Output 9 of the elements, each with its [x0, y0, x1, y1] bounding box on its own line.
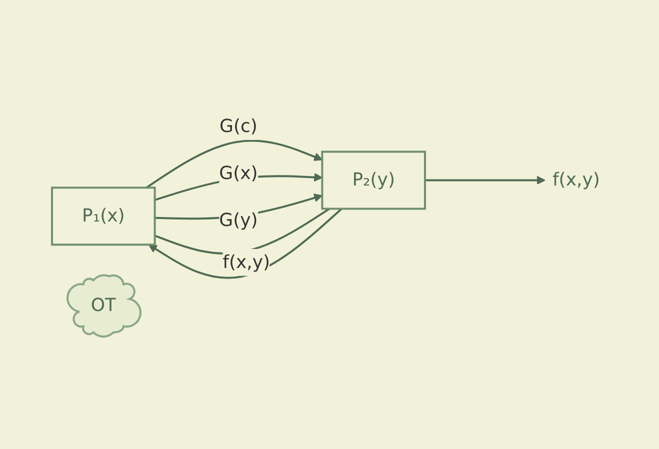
edge-label: G(c) — [219, 116, 258, 137]
arrow — [146, 139, 322, 188]
node-text: f(x,y) — [552, 169, 600, 190]
edge-label: f(x,y) — [222, 252, 270, 273]
edge-label: G(y) — [218, 210, 258, 231]
edge-label: G(x) — [218, 162, 258, 184]
node-box: P₂(y) — [321, 150, 426, 210]
node-box: P₁(x) — [50, 186, 156, 246]
arrow — [424, 176, 546, 184]
